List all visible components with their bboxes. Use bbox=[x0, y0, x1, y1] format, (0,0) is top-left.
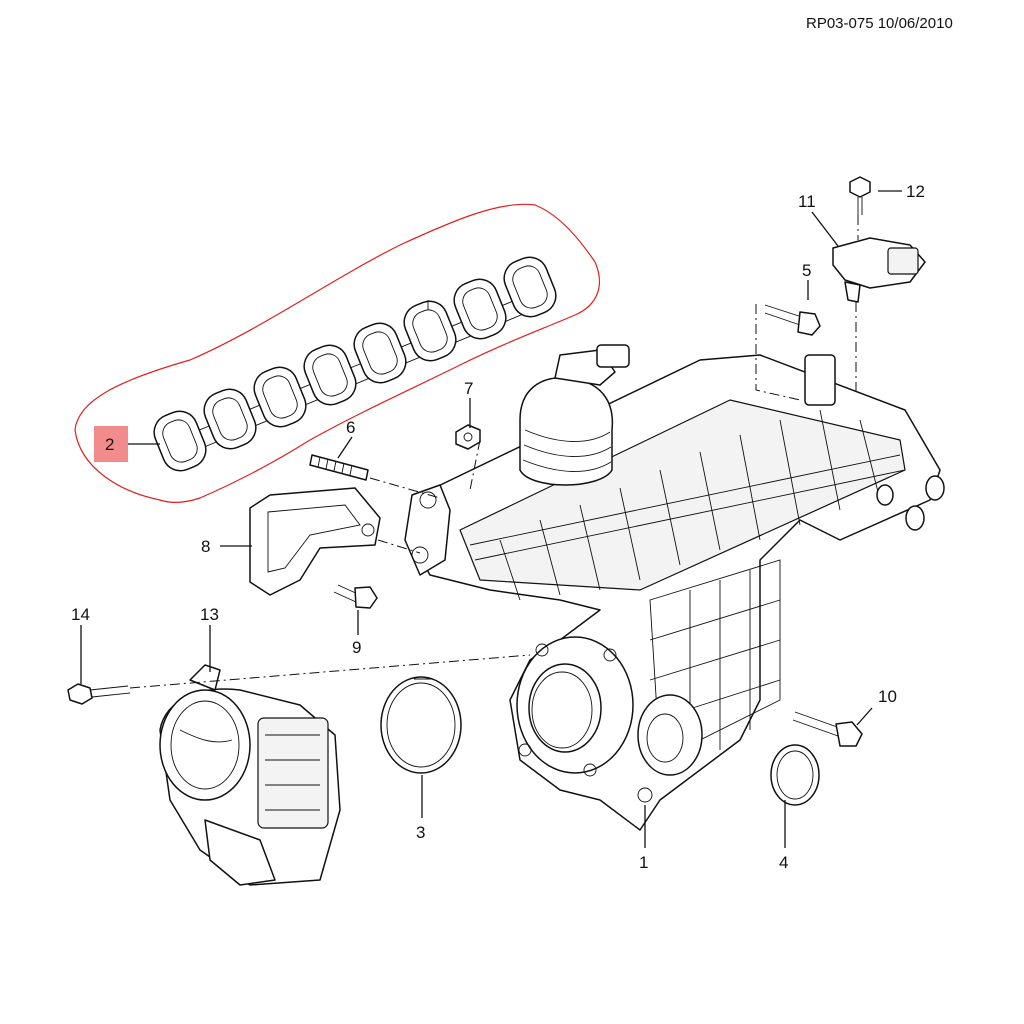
callout-6: 6 bbox=[346, 418, 355, 437]
bracket-part-8 bbox=[249, 487, 381, 596]
leader-lines bbox=[80, 190, 902, 848]
callout-7: 7 bbox=[464, 379, 473, 398]
alignment-lines bbox=[129, 215, 859, 689]
throttle-body-part-13 bbox=[159, 664, 341, 886]
callout-8: 8 bbox=[201, 537, 210, 556]
callout-labels: 1 2 3 4 5 6 7 8 9 10 11 12 13 14 bbox=[71, 182, 925, 872]
callout-2-highlight bbox=[94, 426, 128, 462]
screw-part-12 bbox=[849, 176, 871, 215]
seal-ring-part-3 bbox=[380, 676, 462, 774]
callout-9: 9 bbox=[352, 638, 361, 657]
document-reference: RP03-075 10/06/2010 bbox=[806, 15, 953, 32]
callout-4: 4 bbox=[779, 853, 788, 872]
callout-13: 13 bbox=[200, 605, 219, 624]
callout-10: 10 bbox=[878, 687, 897, 706]
stud-part-6 bbox=[309, 454, 369, 481]
sensor-part-11 bbox=[832, 237, 926, 303]
gasket-part-2 bbox=[153, 256, 557, 472]
seal-ring-part-4 bbox=[770, 744, 820, 806]
bolt-part-9 bbox=[333, 584, 378, 609]
intake-manifold-part-1 bbox=[404, 344, 945, 831]
callout-3: 3 bbox=[416, 823, 425, 842]
callout-1: 1 bbox=[639, 853, 648, 872]
nut-part-7 bbox=[455, 424, 481, 450]
callout-14: 14 bbox=[71, 605, 90, 624]
callout-5: 5 bbox=[802, 261, 811, 280]
bolt-part-14 bbox=[67, 683, 131, 705]
callout-12: 12 bbox=[906, 182, 925, 201]
callout-2: 2 bbox=[105, 435, 114, 454]
callout-11: 11 bbox=[798, 192, 816, 211]
bolt-part-5 bbox=[764, 304, 821, 336]
annotation-outline bbox=[74, 203, 600, 504]
bolt-part-10 bbox=[792, 711, 863, 747]
